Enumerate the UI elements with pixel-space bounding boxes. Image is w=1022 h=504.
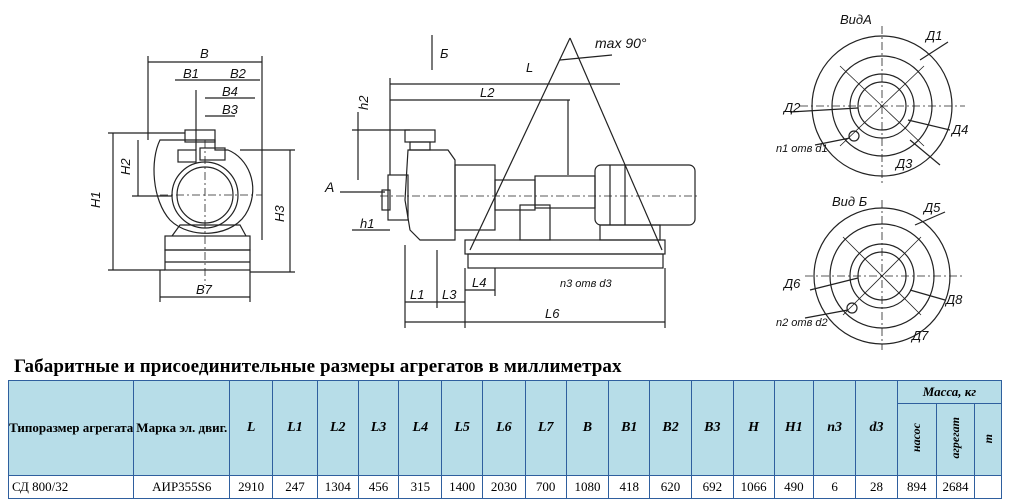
label-h2-small: h2	[356, 95, 371, 110]
label-a: A	[324, 179, 334, 195]
cell-value: 1066	[732, 475, 775, 499]
label-b2: B2	[230, 66, 247, 81]
label-b: B	[200, 46, 209, 61]
label-l2: L2	[480, 85, 495, 100]
cell-value: 1304	[316, 475, 359, 499]
cell-value: 1400	[441, 475, 483, 499]
header-l: L	[229, 380, 274, 476]
header-mass: Масса, кг	[896, 380, 1003, 404]
view-a	[789, 26, 965, 186]
header-d3: d3	[855, 380, 898, 476]
header-mass-unit: агрегат	[935, 403, 976, 476]
cell-mass-unit: 2684	[935, 475, 976, 499]
header-b: B	[565, 380, 610, 476]
label-view-a: ВидА	[840, 12, 872, 27]
label-n2-holes: n2 отв d2	[776, 317, 828, 329]
label-b4: B4	[222, 84, 238, 99]
label-d8: Д8	[944, 292, 963, 307]
header-l2: L2	[316, 380, 359, 476]
cell-motor: АИР355S6	[133, 475, 231, 499]
label-n3-holes: n3 отв d3	[560, 278, 612, 290]
cell-value: 2910	[229, 475, 274, 499]
label-b3: B3	[222, 102, 239, 117]
header-l5: L5	[441, 380, 483, 476]
cell-value: 418	[608, 475, 651, 499]
header-h: H	[732, 380, 775, 476]
header-type: Типоразмер агрегата	[7, 380, 135, 476]
label-h1-small: h1	[360, 216, 374, 231]
header-h1: H1	[773, 380, 815, 476]
front-view	[108, 56, 295, 302]
dimensions-table: Типоразмер агрегата Марка эл. двиг. L L1…	[7, 380, 1003, 499]
table-title: Габаритные и присоединительные размеры а…	[14, 356, 622, 377]
label-b7: B7	[196, 282, 213, 297]
label-l6: L6	[545, 306, 560, 321]
header-mass-m-text: т	[980, 434, 995, 444]
label-h1: H1	[88, 191, 103, 208]
header-l6: L6	[481, 380, 526, 476]
cell-value: 620	[649, 475, 692, 499]
header-mass-m: т	[974, 403, 1002, 476]
label-view-b-arrow: Б	[440, 46, 449, 61]
label-l1: L1	[410, 287, 424, 302]
label-b1: B1	[183, 66, 199, 81]
label-d7: Д7	[910, 328, 929, 343]
header-l7: L7	[524, 380, 567, 476]
header-mass-unit-text: агрегат	[947, 416, 962, 459]
label-l3: L3	[442, 287, 457, 302]
label-d3: Д3	[894, 156, 913, 171]
header-b3: B3	[690, 380, 734, 476]
label-view-b: Вид Б	[832, 194, 868, 209]
label-d1: Д1	[924, 28, 942, 43]
cell-type: СД 800/32	[7, 475, 135, 499]
cell-value: 2030	[481, 475, 526, 499]
label-n1-holes: n1 отв d1	[776, 143, 828, 155]
cell-value: 700	[524, 475, 567, 499]
label-h3: H3	[272, 205, 287, 222]
side-view	[340, 35, 700, 328]
cell-value: 315	[398, 475, 443, 499]
label-max-angle: max 90°	[595, 35, 647, 51]
label-l4: L4	[472, 275, 486, 290]
header-l4: L4	[398, 380, 443, 476]
header-mass-pump-text: насос	[909, 422, 924, 452]
label-d6: Д6	[782, 276, 801, 291]
label-d5: Д5	[922, 200, 941, 215]
header-b1: B1	[608, 380, 651, 476]
label-d4: Д4	[950, 122, 968, 137]
header-l3: L3	[357, 380, 400, 476]
cell-value: 247	[272, 475, 318, 499]
cell-mass-pump: 894	[896, 475, 937, 499]
cell-mass-m	[974, 475, 1002, 499]
cell-value: 490	[773, 475, 815, 499]
cell-value: 1080	[565, 475, 610, 499]
header-b2: B2	[649, 380, 692, 476]
cell-value: 28	[855, 475, 898, 499]
table-row: СД 800/32 АИР355S6 2910 247 1304 456 315…	[7, 475, 1002, 499]
cell-value: 6	[813, 475, 857, 499]
header-mass-pump: насос	[896, 403, 937, 476]
label-h2: H2	[118, 158, 133, 175]
header-motor-text: Марка эл. двиг.	[136, 420, 228, 435]
header-n3: n3	[813, 380, 857, 476]
cell-value: 692	[690, 475, 734, 499]
header-l1: L1	[272, 380, 318, 476]
header-motor: Марка эл. двиг.	[133, 380, 231, 476]
cell-value: 456	[357, 475, 400, 499]
technical-drawing: B B1 B2 B4 B3 B7 H1 H2 H3 L L2 L1 L3 L4 …	[88, 12, 968, 350]
label-d2: Д2	[782, 100, 801, 115]
view-b	[804, 200, 965, 350]
label-l: L	[526, 60, 533, 75]
